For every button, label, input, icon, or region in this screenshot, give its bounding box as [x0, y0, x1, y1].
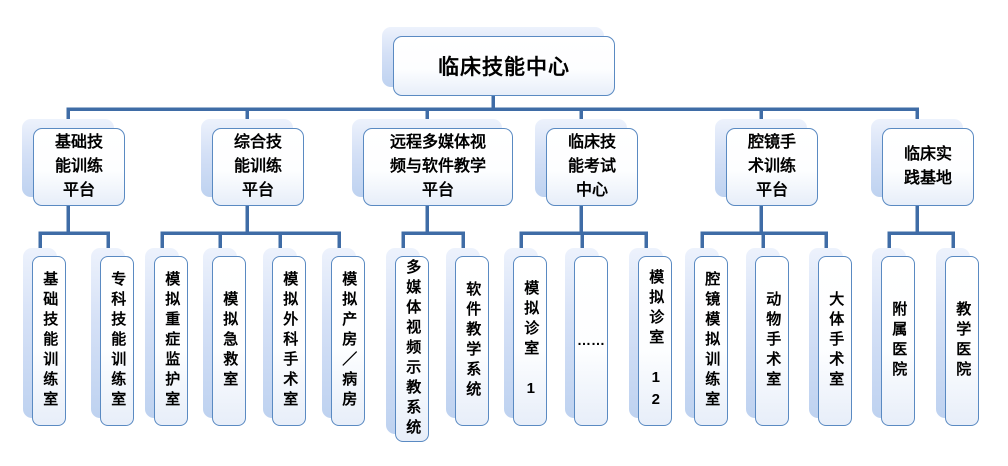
node-box: 基础技 能训练 平台: [33, 128, 125, 206]
node-label: 软件教学系统: [464, 281, 482, 401]
node-box: 动物手术室: [755, 256, 789, 426]
node-software-teaching-system: 软件教学系统: [446, 248, 489, 426]
node-label: 模拟外科手术室: [281, 271, 299, 411]
node-box: 模拟产房／病房: [331, 256, 365, 426]
node-clinical-skills-center: 临床技能中心: [382, 27, 615, 96]
node-label: 临床实 践基地: [903, 146, 952, 187]
node-exam-center: 临床技 能考试 中心: [535, 119, 638, 206]
node-label: 模拟诊室 1: [522, 280, 540, 402]
node-label: 动物手术室: [764, 291, 782, 391]
node-box: 附属医院: [881, 256, 915, 426]
node-label: 模拟产房／病房: [340, 271, 358, 411]
node-affiliated-hospital: 附属医院: [872, 248, 915, 426]
node-box: ……: [574, 256, 608, 426]
node-label: 腔镜模拟训练室: [703, 271, 721, 411]
node-animal-operating-room: 动物手术室: [746, 248, 789, 426]
node-cadaver-operating-room: 大体手术室: [809, 248, 852, 426]
node-label: 模拟重症监护室: [163, 271, 181, 411]
node-basic-skills-platform: 基础技 能训练 平台: [22, 119, 125, 206]
connector-level2-bus: [66, 107, 919, 127]
node-multimedia-demo-system: 多媒体视频示教系统: [386, 248, 429, 442]
node-label: 基础技能训练室: [41, 271, 59, 411]
connector-group2-bus: [160, 231, 341, 253]
node-endoscopy-platform: 腔镜手 术训练 平台: [715, 119, 818, 206]
node-label: ……: [577, 332, 605, 349]
node-surgery-sim-room: 模拟外科手术室: [263, 248, 306, 426]
node-icu-sim-room: 模拟重症监护室: [145, 248, 188, 426]
node-clinical-practice-base: 临床实 践基地: [871, 119, 974, 206]
node-box: 模拟急救室: [212, 256, 246, 426]
node-specialty-skills-training-room: 专科技能训练室: [91, 248, 134, 426]
connector-group3-bus: [401, 231, 465, 253]
node-label: 远程多媒体视 频与软件教学 平台: [389, 134, 486, 199]
node-box: 基础技能训练室: [32, 256, 66, 426]
connector-group1-bus: [38, 231, 110, 253]
node-label: 临床技 能考试 中心: [567, 134, 616, 199]
node-label: 模拟急救室: [221, 291, 239, 391]
node-box: 教学医院: [945, 256, 979, 426]
node-label: 大体手术室: [827, 291, 845, 391]
node-label: 多媒体视频示教系统: [404, 259, 422, 439]
node-box: 腔镜手 术训练 平台: [726, 128, 818, 206]
connector-group6-bus: [887, 231, 955, 253]
node-teaching-hospital: 教学医院: [936, 248, 979, 426]
node-label: 临床技能中心: [438, 56, 570, 79]
node-label: 模拟诊室 12: [647, 269, 665, 413]
node-comprehensive-skills-platform: 综合技 能训练 平台: [201, 119, 304, 206]
node-basic-skills-training-room: 基础技能训练室: [23, 248, 66, 426]
node-label: 综合技 能训练 平台: [233, 134, 282, 199]
node-box: 模拟外科手术室: [272, 256, 306, 426]
node-box: 临床技 能考试 中心: [546, 128, 638, 206]
node-remote-multimedia-platform: 远程多媒体视 频与软件教学 平台: [352, 119, 513, 206]
node-label: 教学医院: [954, 301, 972, 381]
node-box: 模拟诊室 1: [513, 256, 547, 426]
node-endoscopy-sim-room: 腔镜模拟训练室: [685, 248, 728, 426]
node-box: 临床技能中心: [393, 36, 615, 96]
node-box: 腔镜模拟训练室: [694, 256, 728, 426]
node-box: 专科技能训练室: [100, 256, 134, 426]
node-box: 软件教学系统: [455, 256, 489, 426]
node-delivery-ward-sim-room: 模拟产房／病房: [322, 248, 365, 426]
node-exam-room-ellipsis: ……: [565, 248, 608, 426]
node-box: 远程多媒体视 频与软件教学 平台: [363, 128, 513, 206]
node-exam-room-1: 模拟诊室 1: [504, 248, 547, 426]
node-box: 大体手术室: [818, 256, 852, 426]
node-label: 腔镜手 术训练 平台: [747, 134, 796, 199]
node-box: 模拟重症监护室: [154, 256, 188, 426]
node-box: 模拟诊室 12: [638, 256, 672, 426]
node-label: 基础技 能训练 平台: [54, 134, 103, 199]
node-box: 多媒体视频示教系统: [395, 256, 429, 442]
node-box: 综合技 能训练 平台: [212, 128, 304, 206]
node-exam-room-12: 模拟诊室 12: [629, 248, 672, 426]
node-box: 临床实 践基地: [882, 128, 974, 206]
node-label: 附属医院: [890, 301, 908, 381]
node-label: 专科技能训练室: [109, 271, 127, 411]
node-emergency-sim-room: 模拟急救室: [203, 248, 246, 426]
